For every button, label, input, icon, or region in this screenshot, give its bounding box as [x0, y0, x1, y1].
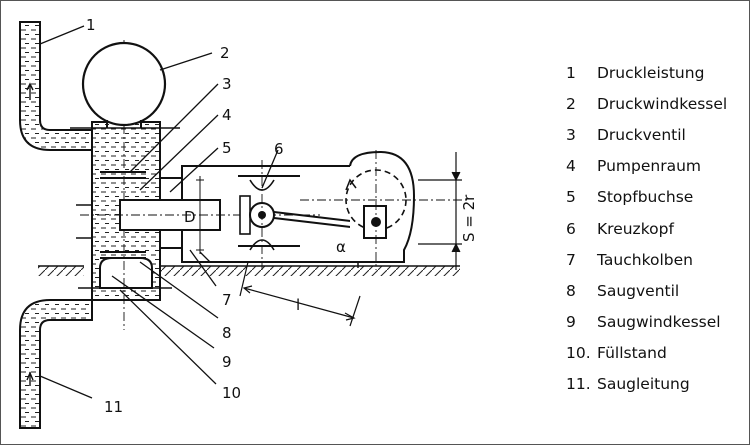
- legend-number: 9: [566, 313, 576, 332]
- legend-item: 3 Druckventil: [566, 119, 741, 150]
- legend-item: 11. Saugleitung: [566, 369, 741, 400]
- legend-item: 5 Stopfbuchse: [566, 182, 741, 213]
- legend-item: 4 Pumpenraum: [566, 151, 741, 182]
- legend-item: 2 Druckwindkessel: [566, 88, 741, 119]
- callout-11: 11: [104, 398, 123, 416]
- callout-1: 1: [86, 16, 96, 34]
- legend-number: 3: [566, 125, 576, 144]
- legend-item: 8 Saugventil: [566, 275, 741, 306]
- discharge-pipe: [19, 21, 93, 151]
- legend-item: 10. Füllstand: [566, 338, 741, 369]
- legend-number: 6: [566, 219, 576, 238]
- legend-text: Saugleitung: [597, 375, 690, 394]
- legend-text: Druckventil: [597, 125, 686, 144]
- legend-number: 1: [566, 63, 576, 82]
- legend-text: Druckleistung: [597, 63, 705, 82]
- legend-item: 7 Tauchkolben: [566, 244, 741, 275]
- legend-text: Stopfbuchse: [597, 188, 694, 207]
- discharge-air-chamber: [81, 41, 167, 128]
- legend: 1 Druckleistung 2 Druckwindkessel 3 Druckvent…: [566, 57, 741, 400]
- callout-3: 3: [222, 75, 232, 93]
- legend-number: 2: [566, 94, 576, 113]
- legend-number: 4: [566, 157, 576, 176]
- legend-text: Saugventil: [597, 281, 680, 300]
- diameter-label: D: [184, 208, 196, 226]
- callout-6: 6: [274, 140, 284, 158]
- plunger: [80, 176, 320, 254]
- length-dimension: [239, 261, 361, 327]
- callout-5: 5: [222, 139, 232, 157]
- callout-2: 2: [220, 44, 230, 62]
- legend-text: Druckwindkessel: [597, 94, 728, 113]
- callout-4: 4: [222, 106, 232, 124]
- legend-item: 6 Kreuzkopf: [566, 213, 741, 244]
- ground-hatching: [38, 265, 460, 276]
- legend-number: 5: [566, 188, 576, 207]
- callouts: 1 2 3 4 5 6 7 8 9 10 11: [86, 16, 284, 416]
- callout-9: 9: [222, 353, 232, 371]
- legend-text: Tauchkolben: [597, 250, 693, 269]
- legend-item: 1 Druckleistung: [566, 57, 741, 88]
- legend-text: Saugwindkessel: [597, 313, 721, 332]
- angle-label: α: [336, 238, 346, 256]
- callout-10: 10: [222, 384, 241, 402]
- suction-pipe: [19, 299, 93, 429]
- crank-housing: [300, 150, 470, 270]
- leader-lines: [39, 25, 279, 399]
- legend-number: 7: [566, 250, 576, 269]
- legend-item: 9 Saugwindkessel: [566, 307, 741, 338]
- legend-text: Kreuzkopf: [597, 219, 674, 238]
- callout-7: 7: [222, 291, 232, 309]
- legend-number: 10.: [566, 344, 591, 363]
- legend-number: 8: [566, 281, 576, 300]
- legend-text: Füllstand: [597, 344, 667, 363]
- legend-text: Pumpenraum: [597, 157, 701, 176]
- crosshead-frame: [181, 160, 350, 270]
- stroke-dimension: [418, 152, 462, 270]
- rod-length-label: l: [296, 296, 300, 314]
- callout-8: 8: [222, 324, 232, 342]
- stroke-label: S = 2r: [460, 194, 478, 242]
- legend-number: 11.: [566, 375, 591, 394]
